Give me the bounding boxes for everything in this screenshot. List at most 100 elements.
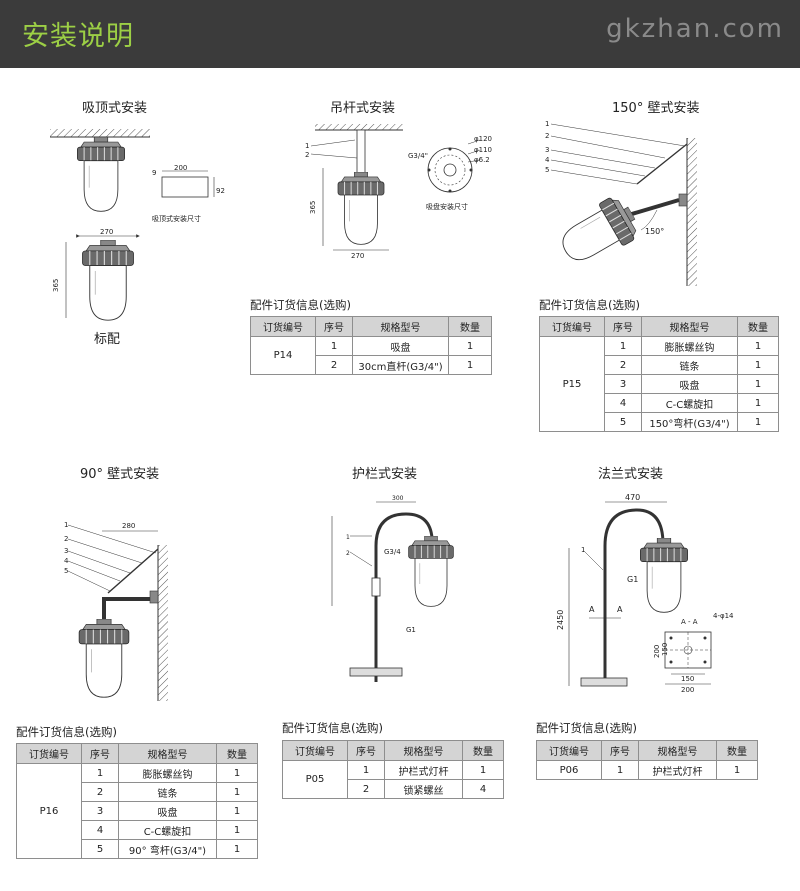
cell: C-C螺旋扣 [118, 820, 217, 840]
col-header: 规格型号 [638, 740, 717, 761]
col-header: 订货编号 [282, 740, 348, 761]
order-code: P05 [282, 760, 348, 799]
cell: 1 [216, 801, 258, 821]
suction-d120-label: φ120 [474, 135, 492, 143]
flange-w150-label: 150 [681, 675, 694, 683]
col-header: 规格型号 [352, 316, 449, 337]
cell: 1 [737, 336, 779, 356]
wall150-angle-label: 150° [645, 227, 664, 236]
cell: 1 [737, 393, 779, 413]
order-code: P16 [16, 763, 82, 859]
table-p06-title: 配件订货信息(选购) [536, 721, 637, 735]
guardrail-g1-label: G1 [406, 626, 416, 634]
suction-cup-drawing: φ120 φ110 φ6.2 G3/4" [408, 135, 492, 193]
wall150-item-2-label: 2 [545, 132, 549, 140]
wall90-item-4-label: 4 [64, 557, 69, 565]
wall90-item-5-label: 5 [64, 567, 68, 575]
suction-d62-label: φ6.2 [474, 156, 490, 164]
table-row: P06 1 护栏式灯杆 1 [536, 760, 758, 780]
page-title: 安装说明 [22, 21, 134, 52]
col-header: 序号 [81, 743, 119, 764]
cell: 1 [216, 763, 258, 783]
table-p15: 订货编号 序号 规格型号 数量 P15 1 膨胀螺丝钩 1 2 链条 1 3 吸… [539, 316, 779, 432]
ceiling-width-label: 200 [174, 164, 187, 172]
flange-hole-label: 4-φ14 [713, 612, 734, 620]
flange-g1-label: G1 [627, 575, 638, 584]
guardrail-width-label: 300 [392, 495, 404, 502]
pendant-height-label: 365 [309, 201, 317, 214]
wall150-mount-drawing: 1 2 3 4 5 150° [545, 120, 697, 286]
col-header: 订货编号 [250, 316, 316, 337]
col-header: 序号 [604, 316, 642, 337]
table-row: 4 C-C螺旋扣 1 [540, 393, 779, 413]
table-row: 5 150°弯杆(G3/4") 1 [540, 412, 779, 432]
table-row: P15 1 膨胀螺丝钩 1 [539, 336, 779, 432]
ceiling-height-label: 92 [216, 187, 225, 195]
table-p16-title: 配件订货信息(选购) [16, 725, 117, 739]
pendant-mount-drawing: 1 2 365 270 [305, 124, 403, 260]
cell: 4 [604, 393, 642, 413]
table-p05-title: 配件订货信息(选购) [282, 721, 383, 735]
suction-thread-label: G3/4" [408, 152, 428, 160]
cell: 2 [315, 355, 353, 375]
cell: 膨胀螺丝钩 [118, 763, 217, 783]
col-header: 序号 [315, 316, 353, 337]
cell: 1 [347, 760, 385, 780]
guardrail-thread-label: G3/4 [384, 548, 401, 556]
flange-width-label: 470 [625, 493, 640, 502]
standard-lamp-drawing: 270 365 [52, 228, 140, 321]
pendant-width-label: 270 [351, 252, 364, 260]
suction-d110-label: φ110 [474, 146, 492, 154]
cell: 1 [448, 355, 492, 375]
caption-pendant: 吊杆式安装 [330, 101, 396, 116]
cell: 链条 [641, 355, 738, 375]
wall150-item-4-label: 4 [545, 156, 550, 164]
caption-wall90: 90° 壁式安装 [80, 467, 160, 482]
col-header: 订货编号 [16, 743, 82, 764]
cell: 1 [601, 760, 639, 780]
col-header: 规格型号 [118, 743, 217, 764]
col-header: 数量 [716, 740, 758, 761]
table-row: 3 吸盘 1 [540, 374, 779, 394]
table-row: P05 1 护栏式灯杆 1 [282, 760, 504, 799]
table-row: 2 30cm直杆(G3/4") 1 [251, 355, 492, 375]
table-p14-title: 配件订货信息(选购) [250, 298, 351, 312]
cell: 吸盘 [641, 374, 738, 394]
guardrail-mount-drawing: 300 1 2 G3/4 G1 [331, 495, 454, 682]
cell: 1 [604, 336, 642, 356]
guardrail-item-2-label: 2 [346, 550, 350, 557]
cell: 链条 [118, 782, 217, 802]
ceiling-offset-label: 9 [152, 169, 156, 177]
flange-h200-label: 200 [653, 645, 661, 658]
cell: 5 [604, 412, 642, 432]
cell: 1 [716, 760, 758, 780]
table-row: 2 链条 1 [17, 782, 258, 802]
cell: 吸盘 [118, 801, 217, 821]
cell: 2 [347, 779, 385, 799]
cell: 30cm直杆(G3/4") [352, 355, 449, 375]
order-code: P06 [536, 760, 602, 780]
col-header: 规格型号 [384, 740, 463, 761]
standard-width-label: 270 [100, 228, 113, 236]
wall150-item-3-label: 3 [545, 146, 549, 154]
wall90-item-1-label: 1 [64, 521, 68, 529]
flange-section-a-left: A [589, 605, 595, 614]
header-bar: 安装说明 gkzhan.com [0, 0, 800, 68]
wall90-item-3-label: 3 [64, 547, 68, 555]
wall150-item-5-label: 5 [545, 166, 549, 174]
caption-flange: 法兰式安装 [598, 467, 664, 482]
col-header: 规格型号 [641, 316, 738, 337]
table-p15-title: 配件订货信息(选购) [539, 298, 640, 312]
flange-height-label: 2450 [556, 610, 565, 630]
cell: 2 [81, 782, 119, 802]
wall90-width-label: 280 [122, 522, 135, 530]
flange-h150-label: 150 [661, 643, 669, 656]
col-header: 数量 [462, 740, 504, 761]
cell: 1 [216, 820, 258, 840]
cell: 1 [448, 336, 492, 356]
flange-mount-drawing: 470 2450 1 G1 A A A - A 4-φ14 150 200 20… [556, 493, 734, 694]
caption-wall150: 150° 壁式安装 [612, 101, 700, 116]
caption-standard: 标配 [94, 332, 121, 347]
table-row: 4 C-C螺旋扣 1 [17, 820, 258, 840]
cell: 1 [315, 336, 353, 356]
